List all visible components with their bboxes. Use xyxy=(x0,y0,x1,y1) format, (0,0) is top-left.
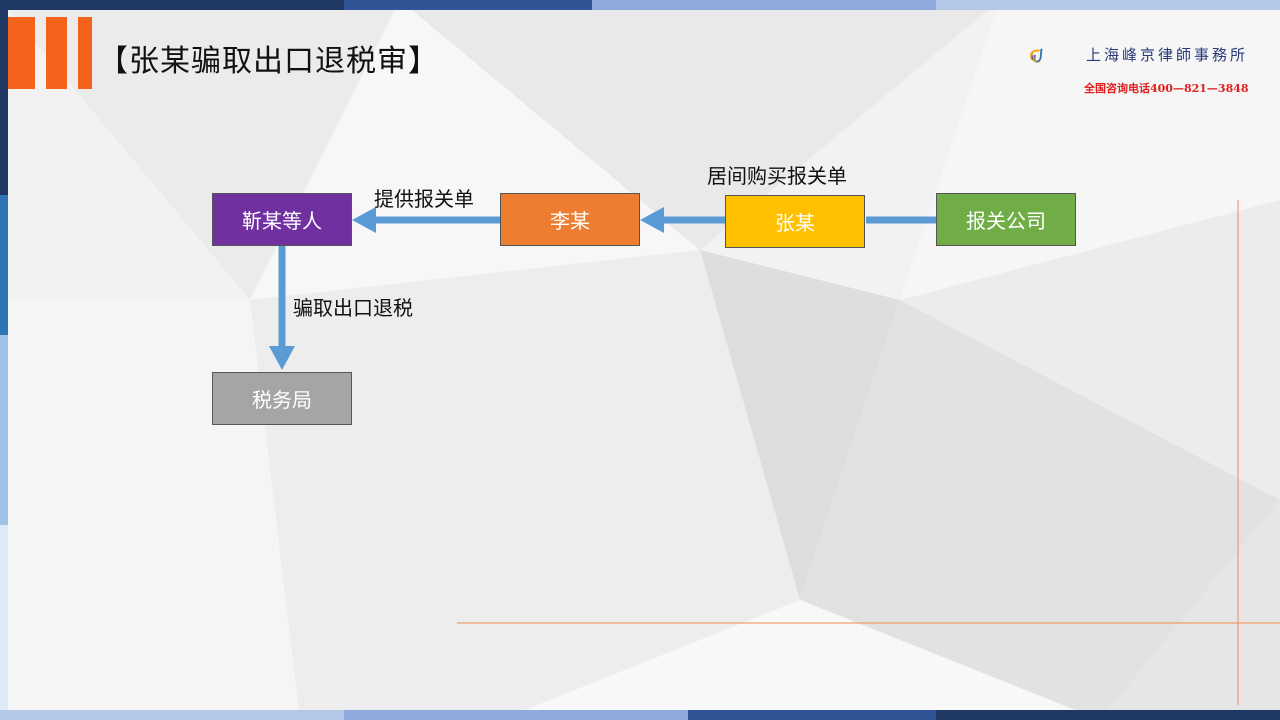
left-bar-dark xyxy=(0,10,8,195)
bottom-stripe-light xyxy=(344,710,688,720)
node-tax: 税务局 xyxy=(212,372,352,425)
top-stripe-pale xyxy=(936,0,1280,10)
title-accent-bar-2 xyxy=(46,17,67,89)
node-li: 李某 xyxy=(500,193,640,246)
bottom-stripe-pale xyxy=(0,710,344,720)
firm-name: 上海峰京律師事務所 xyxy=(1086,46,1249,64)
left-bar-light xyxy=(0,335,8,525)
bottom-stripe-dark xyxy=(936,710,1280,720)
arrow-zhang-li-head xyxy=(640,207,664,233)
left-bar-pale xyxy=(0,525,8,710)
node-customs: 报关公司 xyxy=(936,193,1076,246)
left-bar-mid xyxy=(0,195,8,335)
title-accent-bar-1 xyxy=(8,17,35,89)
top-stripe-light xyxy=(592,0,936,10)
edge-label-jin-to-tax: 骗取出口退税 xyxy=(293,296,413,320)
top-stripe-dark xyxy=(0,0,344,10)
node-tax-label: 税务局 xyxy=(252,388,312,412)
node-customs-label: 报关公司 xyxy=(966,209,1046,233)
node-zhang: 张某 xyxy=(725,195,865,248)
bottom-stripe-mid xyxy=(688,710,936,720)
arrow-group xyxy=(269,207,936,370)
edge-label-li-to-jin: 提供报关单 xyxy=(374,187,474,211)
firm-phone: 全国咨询电话400—821—3848 xyxy=(1084,82,1249,95)
arrow-jin-tax-head xyxy=(269,346,295,370)
logo-glyph: 峰 xyxy=(1031,53,1037,61)
node-jin-label: 靳某等人 xyxy=(242,209,322,233)
firm-logo-icon: 峰 xyxy=(1030,48,1043,63)
node-jin: 靳某等人 xyxy=(212,193,352,246)
slide-title: 【张某骗取出口退税审】 xyxy=(98,44,439,79)
node-li-label: 李某 xyxy=(550,209,590,233)
arrow-li-jin-head xyxy=(352,207,376,233)
edge-label-zhang-li: 居间购买报关单 xyxy=(707,164,847,188)
title-accent-bar-3 xyxy=(78,17,92,89)
node-zhang-label: 张某 xyxy=(775,211,815,235)
top-stripe-mid xyxy=(344,0,592,10)
